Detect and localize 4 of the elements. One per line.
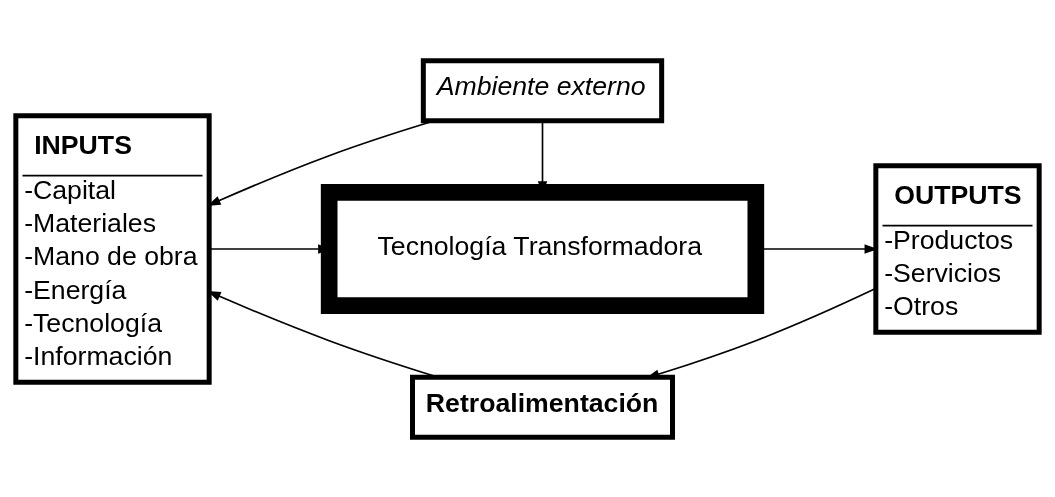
node-box: INPUTS -Capital -Materiales -Mano de obra -Energía -Tecnología -Información <box>13 112 212 385</box>
node-box: Retroalimentación <box>410 374 675 440</box>
node-box: Ambiente externo <box>420 57 665 123</box>
node-box: OUTPUTS -Productos -Servicios -Otros <box>873 162 1042 335</box>
